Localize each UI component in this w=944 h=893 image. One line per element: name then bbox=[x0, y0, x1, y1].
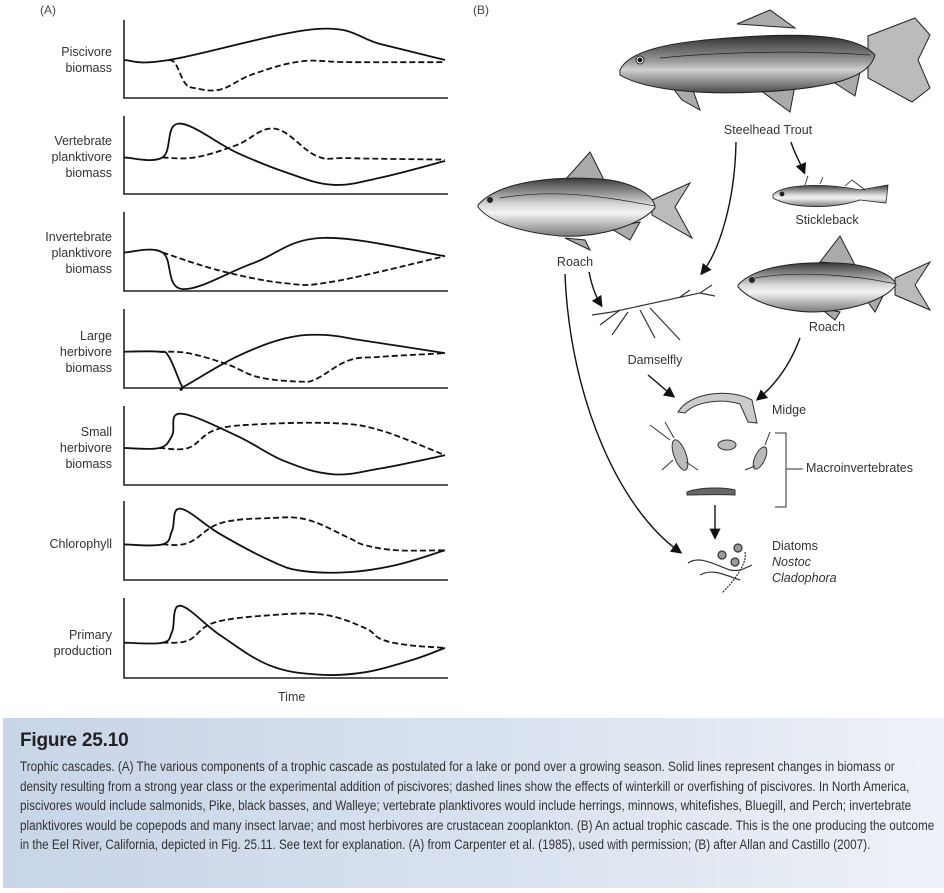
label-damselfly: Damselfly bbox=[627, 353, 683, 367]
arrow-trout-to-stickleback bbox=[790, 141, 807, 175]
label-diatoms: Diatoms bbox=[772, 539, 818, 553]
panel-y-label: Large herbivore biomass bbox=[59, 328, 112, 375]
panel-axes bbox=[123, 598, 448, 679]
panel-y-label: Piscivore biomass bbox=[61, 45, 112, 75]
label-roach-right: Roach bbox=[808, 320, 846, 334]
panel-b-label: (B) bbox=[473, 3, 489, 17]
macroinvertebrates-bracket bbox=[775, 432, 803, 508]
solid-series-line bbox=[123, 604, 446, 677]
dashed-series-line bbox=[168, 59, 446, 92]
panel-y-label: Small herbivore biomass bbox=[59, 424, 112, 471]
figure-caption: Figure 25.10 Trophic cascades. (A) The v… bbox=[3, 718, 944, 888]
dashed-series-line bbox=[159, 421, 446, 457]
label-cladophora: Cladophora bbox=[772, 571, 837, 585]
food-web-diagram bbox=[477, 9, 932, 594]
stickleback-illustration bbox=[772, 175, 889, 207]
label-roach-left: Roach bbox=[556, 255, 594, 269]
arrow-roach-to-damselfly bbox=[588, 271, 603, 308]
panel-y-label: Vertebrate planktivore biomass bbox=[51, 134, 112, 181]
dashed-series-line bbox=[162, 612, 446, 649]
steelhead-trout-illustration bbox=[619, 9, 931, 113]
dashed-series-line bbox=[162, 251, 446, 286]
solid-series-line bbox=[123, 236, 446, 290]
arrow-roach-to-algae bbox=[564, 273, 683, 554]
label-stickleback: Stickleback bbox=[795, 213, 859, 227]
trophic-cascade-chart bbox=[123, 20, 448, 679]
panel-y-label: Invertebrate planktivore biomass bbox=[45, 229, 112, 276]
solid-series-line bbox=[123, 412, 446, 476]
macroinvertebrates-illustration bbox=[649, 421, 771, 496]
x-axis-label: Time bbox=[278, 690, 306, 704]
solid-series-line bbox=[123, 507, 446, 574]
label-macroinvertebrates: Macroinvertebrates bbox=[806, 461, 913, 475]
arrow-damselfly-to-midge bbox=[647, 374, 676, 398]
dashed-series-line bbox=[162, 127, 446, 161]
solid-series-line bbox=[123, 333, 446, 391]
panel-y-label: Chlorophyll bbox=[49, 537, 112, 552]
caption-title: Figure 25.10 bbox=[20, 730, 129, 751]
roach-left-illustration bbox=[477, 151, 694, 252]
label-steelhead-trout: Steelhead Trout bbox=[723, 123, 813, 137]
roach-right-illustration bbox=[737, 235, 932, 321]
panel-axes bbox=[123, 212, 448, 292]
damselfly-illustration bbox=[591, 284, 716, 341]
solid-series-line bbox=[123, 27, 446, 64]
label-nostoc: Nostoc bbox=[772, 555, 811, 569]
label-midge: Midge bbox=[772, 403, 807, 417]
algae-illustration bbox=[687, 543, 753, 594]
dashed-series-line bbox=[162, 516, 446, 552]
panel-a-label: (A) bbox=[40, 3, 56, 17]
panel-axes bbox=[123, 116, 448, 195]
panel-axes bbox=[123, 309, 448, 389]
panel-axes bbox=[123, 501, 448, 581]
caption-body: Trophic cascades. (A) The various compon… bbox=[20, 759, 935, 853]
solid-series-line bbox=[123, 122, 446, 186]
midge-illustration bbox=[677, 392, 758, 424]
arrow-roach-to-midge bbox=[755, 337, 801, 401]
panel-y-label: Primary production bbox=[53, 627, 112, 658]
panel-axes bbox=[123, 406, 448, 486]
arrow-trout-to-damselfly bbox=[700, 141, 737, 276]
panel-axes bbox=[123, 20, 448, 99]
dashed-series-line bbox=[159, 350, 446, 383]
